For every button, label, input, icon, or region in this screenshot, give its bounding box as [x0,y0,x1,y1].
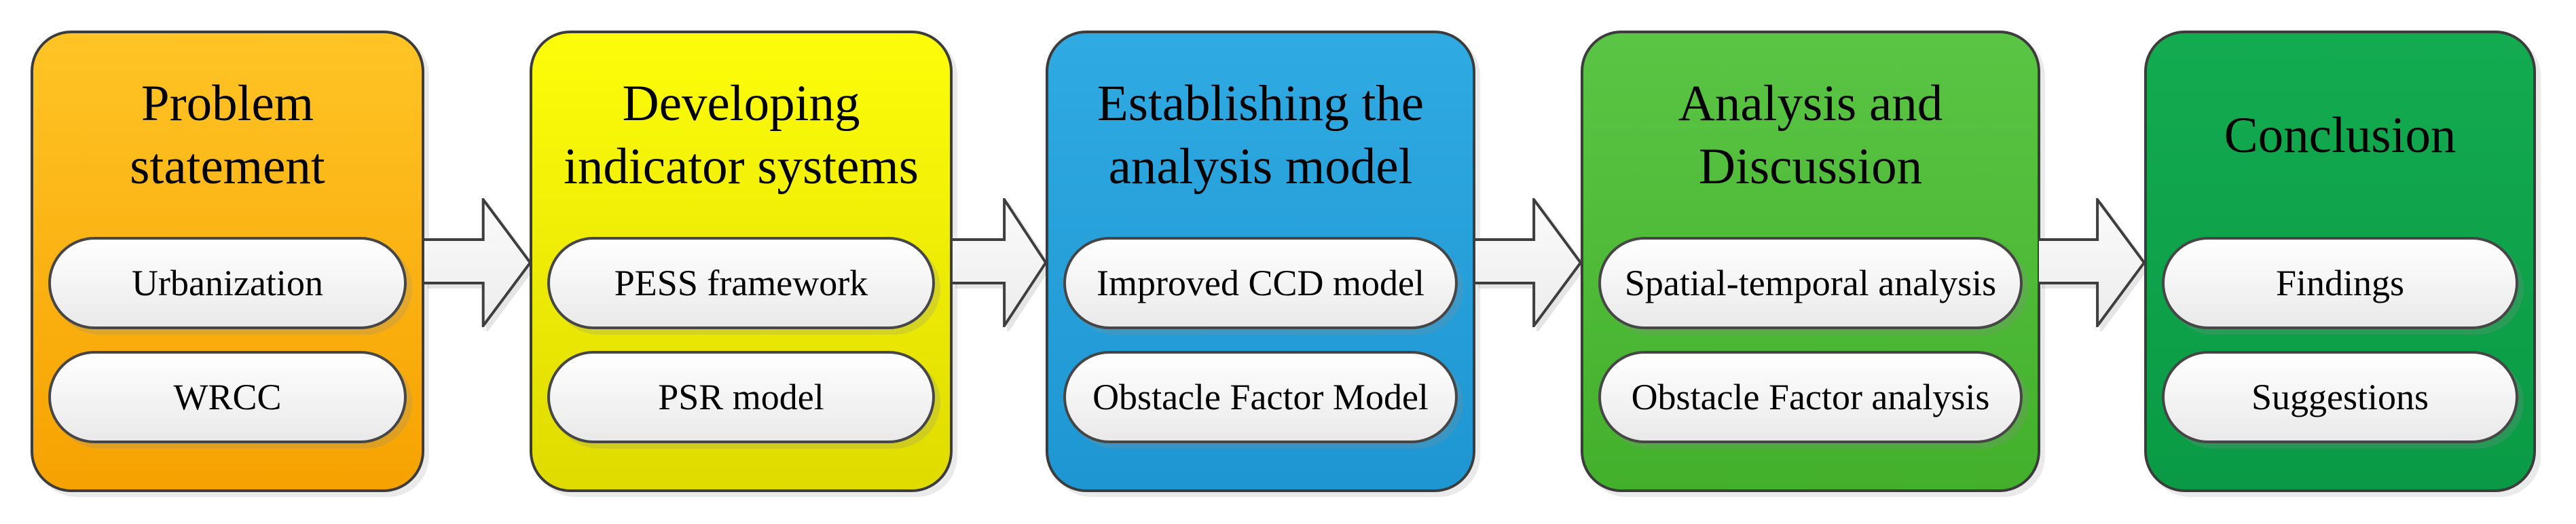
step-item-pill: Improved CCD model [1063,237,1458,329]
step-box-problem-statement: Problem statement Urbanization WRCC [31,31,424,492]
step-item-label: PESS framework [614,263,868,303]
step-box-analysis-and-discussion: Analysis and Discussion Spatial-temporal… [1581,31,2040,492]
step-box-establishing-analysis-model: Establishing the analysis model Improved… [1046,31,1475,492]
step-item-label: Obstacle Factor analysis [1631,377,1990,417]
step-item-pill: WRCC [48,351,407,443]
step-item-label: Findings [2275,263,2405,303]
step-item-label: Urbanization [132,263,323,303]
step-item-pill: Spatial-temporal analysis [1598,237,2023,329]
step-item-pill: Findings [2162,237,2518,329]
step-title: Developing indicator systems [564,75,919,195]
right-arrow-icon [951,198,1047,327]
step-item-pill: Obstacle Factor Model [1063,351,1458,443]
right-arrow-icon [1474,198,1582,327]
step-title: Establishing the analysis model [1097,75,1424,195]
step-item-label: Spatial-temporal analysis [1624,263,1997,303]
step-title: Problem statement [130,75,325,195]
step-item-pill: PSR model [547,351,935,443]
right-arrow-icon [2038,198,2146,327]
step-item-pill: Urbanization [48,237,407,329]
step-item-pill: Suggestions [2162,351,2518,443]
step-title: Conclusion [2224,107,2457,164]
step-item-label: Suggestions [2251,377,2429,417]
step-item-pill: PESS framework [547,237,935,329]
step-item-label: WRCC [173,377,282,417]
step-item-label: PSR model [658,377,824,417]
step-item-label: Obstacle Factor Model [1092,377,1429,417]
step-box-developing-indicator-systems: Developing indicator systems PESS framew… [530,31,953,492]
step-box-conclusion: Conclusion Findings Suggestions [2144,31,2536,492]
step-title: Analysis and Discussion [1678,75,1943,195]
step-item-label: Improved CCD model [1097,263,1424,303]
step-item-pill: Obstacle Factor analysis [1598,351,2023,443]
right-arrow-icon [423,198,532,327]
